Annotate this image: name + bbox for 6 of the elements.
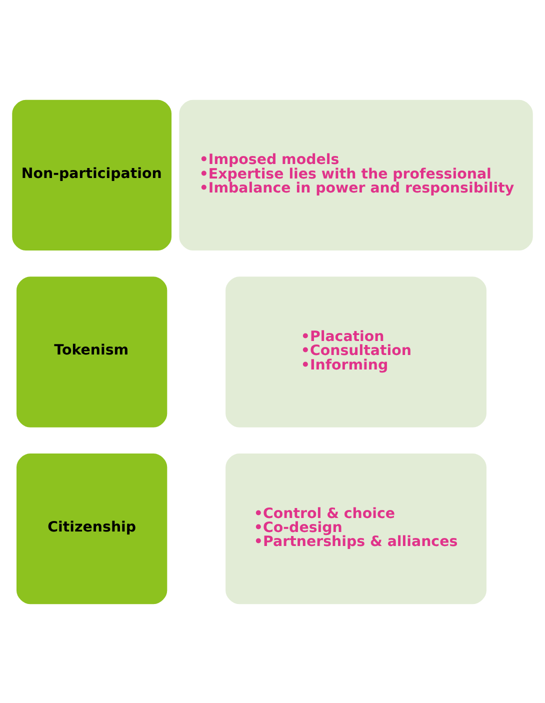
node-box: Tokenism — [16, 276, 168, 427]
node-box: •Imposed models •Expertise lies with the professional •Imbalance in power and responsibility — [179, 99, 533, 250]
node-box: Non-participation — [12, 99, 172, 250]
node-box: •Control & choice •Co-design •Partnerships & alliances — [226, 453, 486, 604]
node-box: Citizenship — [16, 453, 168, 604]
node-box: •Placation •Consultation •Informing — [226, 276, 486, 427]
